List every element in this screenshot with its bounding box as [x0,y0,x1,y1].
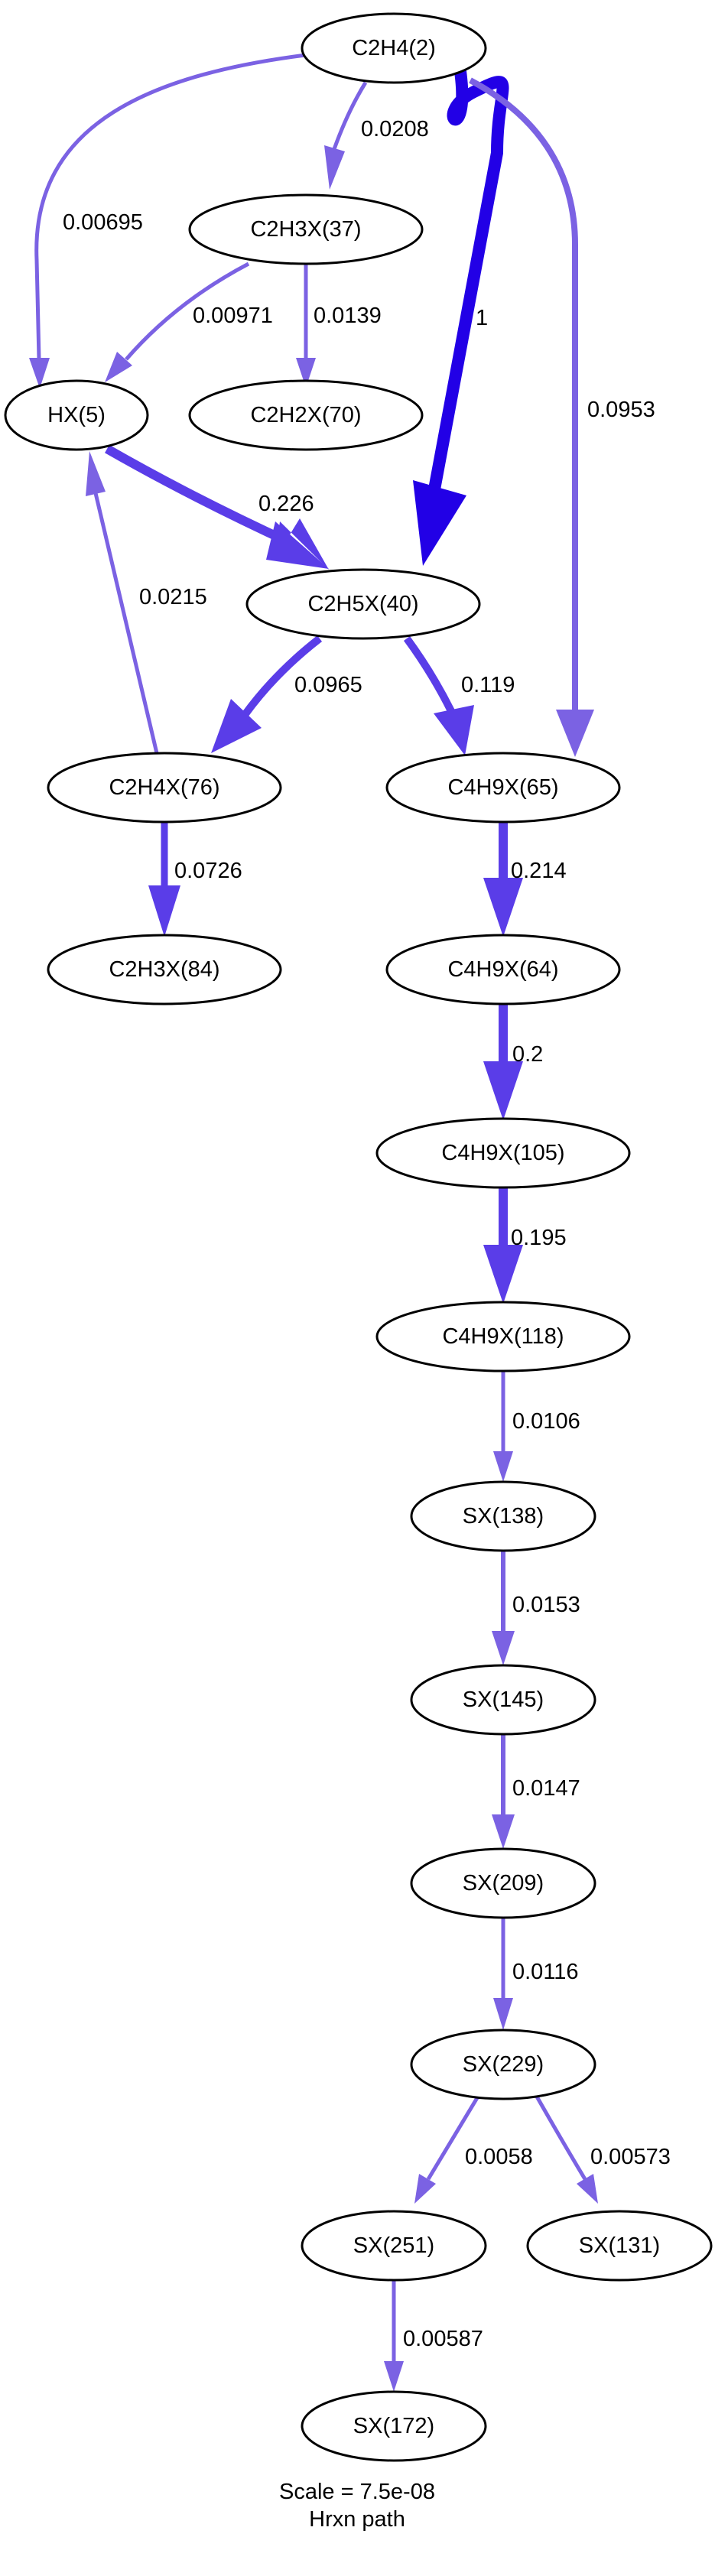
edge-label: 0.0106 [512,1409,580,1434]
node-sx-209: SX(209) [410,1847,596,1919]
edge-label: 0.0147 [512,1776,580,1801]
svg-text:SX(209): SX(209) [463,1871,544,1895]
edge-c2h4-to-hx: 0.00695 [29,51,319,388]
edge-label: 0.0153 [512,1593,580,1617]
svg-text:SX(172): SX(172) [353,2414,434,2438]
edge-sx229-to-sx131: 0.00573 [535,2095,671,2204]
edge-label: 0.195 [511,1226,567,1250]
edge-label: 1 [476,306,488,330]
edge-c4h9x118-to-sx138: 0.0106 [493,1371,580,1482]
svg-text:SX(138): SX(138) [463,1504,544,1528]
edge-label: 0.2 [512,1042,543,1067]
edge-label: 0.00695 [63,210,143,235]
edge-c2h4-to-c2h3x37: 0.0208 [324,81,429,190]
node-c4h9x-105: C4H9X(105) [375,1117,631,1189]
edge-label: 0.0116 [512,1960,579,1984]
svg-text:C2H2X(70): C2H2X(70) [250,403,361,427]
svg-text:C4H9X(65): C4H9X(65) [447,775,558,800]
edge-c2h4-to-c4h9x65: 0.0953 [469,77,655,757]
node-hx-5: HX(5) [4,379,149,451]
node-sx-131: SX(131) [526,2210,713,2282]
svg-text:C4H9X(64): C4H9X(64) [447,957,558,982]
edge-label: 0.0139 [314,304,382,328]
svg-text:SX(251): SX(251) [353,2233,434,2258]
edge-label: 0.00573 [590,2145,671,2169]
edge-label: 0.0058 [465,2145,533,2169]
edge-c2h5x40-to-c4h9x65: 0.119 [403,636,515,755]
edge-c2h5x40-to-c2h4x76: 0.0965 [211,635,362,753]
edge-sx209-to-sx229: 0.0116 [493,1915,579,2030]
node-c4h9x-64: C4H9X(64) [385,934,621,1005]
edge-label: 0.0953 [587,398,655,422]
svg-text:C2H4(2): C2H4(2) [352,36,436,60]
svg-text:C2H5X(40): C2H5X(40) [307,592,418,616]
svg-text:C2H4X(76): C2H4X(76) [109,775,219,800]
edge-label: 0.0965 [294,673,362,697]
edge-label: 0.0726 [174,859,242,883]
node-c2h4x-76: C2H4X(76) [47,752,282,823]
edge-c4h9x65-to-c4h9x64: 0.214 [483,822,567,937]
edge-c2h4x76-to-c2h3x84: 0.0726 [148,822,242,937]
edge-c2h4-to-c2h5x40: 1 [413,60,509,566]
svg-text:SX(229): SX(229) [463,2052,544,2077]
svg-text:C2H3X(37): C2H3X(37) [250,217,361,242]
scale-label: Scale = 7.5e-08 [279,2480,435,2504]
node-c4h9x-65: C4H9X(65) [385,752,621,823]
node-sx-145: SX(145) [410,1664,596,1736]
edge-sx145-to-sx209: 0.0147 [492,1732,580,1849]
edge-sx229-to-sx251: 0.0058 [414,2095,533,2204]
node-sx-229: SX(229) [410,2029,596,2100]
edge-c2h3x37-to-c2h2x70: 0.0139 [296,264,382,388]
node-c2h3x-84: C2H3X(84) [47,934,282,1005]
edge-c4h9x105-to-c4h9x118: 0.195 [483,1187,567,1304]
svg-text:HX(5): HX(5) [47,403,106,427]
edge-label: 0.119 [461,673,515,697]
node-c2h4-2: C2H4(2) [301,12,487,84]
edge-c4h9x64-to-c4h9x105: 0.2 [483,1004,543,1120]
edge-c2h4x76-to-hx: 0.0215 [86,451,207,754]
edge-label: 0.214 [511,859,567,883]
svg-text:C2H3X(84): C2H3X(84) [109,957,219,982]
node-c2h5x-40: C2H5X(40) [245,568,481,640]
edge-sx251-to-sx172: 0.00587 [384,2279,483,2392]
edge-sx138-to-sx145: 0.0153 [492,1548,580,1665]
edge-label: 0.0215 [139,585,207,609]
node-c2h2x-70: C2H2X(70) [188,379,424,451]
node-sx-138: SX(138) [410,1480,596,1552]
node-c2h3x-37: C2H3X(37) [188,193,424,265]
edge-label: 0.00587 [403,2327,483,2351]
node-sx-172: SX(172) [301,2390,487,2462]
svg-text:SX(145): SX(145) [463,1688,544,1712]
svg-text:C4H9X(118): C4H9X(118) [442,1324,564,1349]
svg-text:SX(131): SX(131) [579,2233,660,2258]
edge-label: 0.00971 [193,304,273,328]
edge-label: 0.0208 [361,117,429,141]
svg-text:C4H9X(105): C4H9X(105) [441,1141,564,1165]
edge-label: 0.226 [258,492,314,516]
diagram-title: Hrxn path [309,2507,405,2532]
node-sx-251: SX(251) [301,2210,487,2282]
edge-c2h3x37-to-hx: 0.00971 [105,261,273,382]
node-c4h9x-118: C4H9X(118) [375,1301,631,1372]
edge-hx-to-c2h5x40: 0.226 [105,444,329,570]
